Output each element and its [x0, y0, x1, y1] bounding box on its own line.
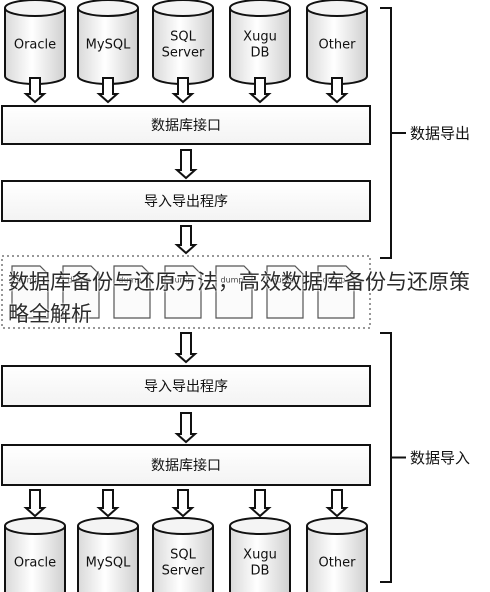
file-icon [266, 265, 304, 319]
import-program-box-label: 导入导出程序 [144, 379, 228, 395]
import-arrow-1 [174, 332, 198, 364]
watermark-caption: 数据库备份与还原方法，高效数据库备份与还原策略全解析 [8, 270, 470, 326]
import-interface-box: 数据库接口 [1, 444, 371, 486]
dump-file-0: dump [11, 265, 49, 319]
import-bracket-line [380, 332, 392, 583]
cylinder-body [306, 526, 368, 592]
file-icon [215, 265, 253, 319]
database-label: Oracle [14, 556, 56, 571]
export-interface-box-label: 数据库接口 [151, 117, 221, 134]
import-program-box: 导入导出程序 [1, 365, 371, 407]
file-icon [317, 265, 355, 319]
top-db-0: Oracle [4, 0, 66, 85]
dump-file-label: dump [169, 276, 192, 285]
import-program-box-frame [1, 365, 371, 407]
top-db-4: Other [306, 0, 368, 85]
dump-file-label: dump [220, 276, 243, 285]
import-arrow-2 [174, 412, 198, 444]
export-bracket: 数据导出 [380, 7, 470, 259]
top-db-arrow-3 [248, 77, 272, 104]
database-label: SQL [170, 548, 196, 563]
dump-area: dump dump dump dump dump dump dump [1, 255, 371, 329]
file-icon [62, 265, 100, 319]
top-db-arrow-1 [96, 77, 120, 104]
database-label: Other [319, 38, 357, 53]
cylinder-top [77, 0, 139, 17]
bottom-db-arrow-4 [325, 489, 349, 518]
dump-file-label: dump [322, 276, 345, 285]
export-arrow-1 [174, 149, 198, 180]
database-label: MySQL [86, 556, 131, 571]
cylinder-top [152, 0, 214, 17]
dump-file-label: dump [67, 276, 90, 285]
file-icon [113, 265, 151, 319]
file-icon [11, 265, 49, 319]
bottom-db-1: MySQL [77, 517, 139, 592]
cylinder-body [229, 526, 291, 592]
export-interface-box-frame [1, 105, 371, 145]
cylinder-body [152, 526, 214, 592]
top-db-arrow-4 [325, 77, 349, 104]
dump-file-1: dump [62, 265, 100, 319]
dump-file-2: dump [113, 265, 151, 319]
import-interface-box-label: 数据库接口 [151, 457, 221, 474]
export-arrow-2 [174, 225, 198, 255]
cylinder-top [77, 517, 139, 535]
database-label: Server [162, 46, 205, 61]
bottom-db-arrow-1 [96, 489, 120, 518]
dump-file-label: dump [118, 276, 141, 285]
top-db-arrow-2 [171, 77, 195, 104]
file-icon [164, 265, 202, 319]
database-label: Xugu [243, 30, 277, 45]
bottom-db-arrow-2 [171, 489, 195, 518]
database-label: DB [251, 46, 270, 61]
cylinder-top [152, 517, 214, 535]
export-program-box-frame [1, 180, 371, 222]
cylinder-top [306, 517, 368, 535]
import-bracket-label: 数据导入 [410, 449, 470, 467]
export-program-box: 导入导出程序 [1, 180, 371, 222]
export-bracket-label: 数据导出 [410, 125, 470, 143]
cylinder-top [4, 0, 66, 17]
database-label: Other [319, 556, 357, 571]
dump-file-5: dump [266, 265, 304, 319]
bottom-db-0: Oracle [4, 517, 66, 592]
cylinder-top [306, 0, 368, 17]
export-program-box-label: 导入导出程序 [144, 194, 228, 210]
dump-file-6: dump [317, 265, 355, 319]
cylinder-body [4, 526, 66, 592]
import-interface-box-frame [1, 444, 371, 486]
dump-file-label: dump [16, 276, 39, 285]
cylinder-top [229, 517, 291, 535]
cylinder-body [77, 526, 139, 592]
export-interface-box: 数据库接口 [1, 105, 371, 145]
top-db-arrow-0 [23, 77, 47, 104]
top-db-1: MySQL [77, 0, 139, 85]
database-label: Oracle [14, 38, 56, 53]
dump-file-label: dump [271, 276, 294, 285]
dump-file-4: dump [215, 265, 253, 319]
database-label: MySQL [86, 38, 131, 53]
database-label: Xugu [243, 548, 277, 563]
bottom-db-arrow-0 [23, 489, 47, 518]
dump-file-3: dump [164, 265, 202, 319]
export-bracket-line [380, 7, 392, 259]
bottom-db-4: Other [306, 517, 368, 592]
import-bracket: 数据导入 [380, 332, 470, 583]
database-label: Server [162, 564, 205, 579]
cylinder-top [229, 0, 291, 17]
cylinder-top [4, 517, 66, 535]
database-label: DB [251, 564, 270, 579]
bottom-db-arrow-3 [248, 489, 272, 518]
database-label: SQL [170, 30, 196, 45]
